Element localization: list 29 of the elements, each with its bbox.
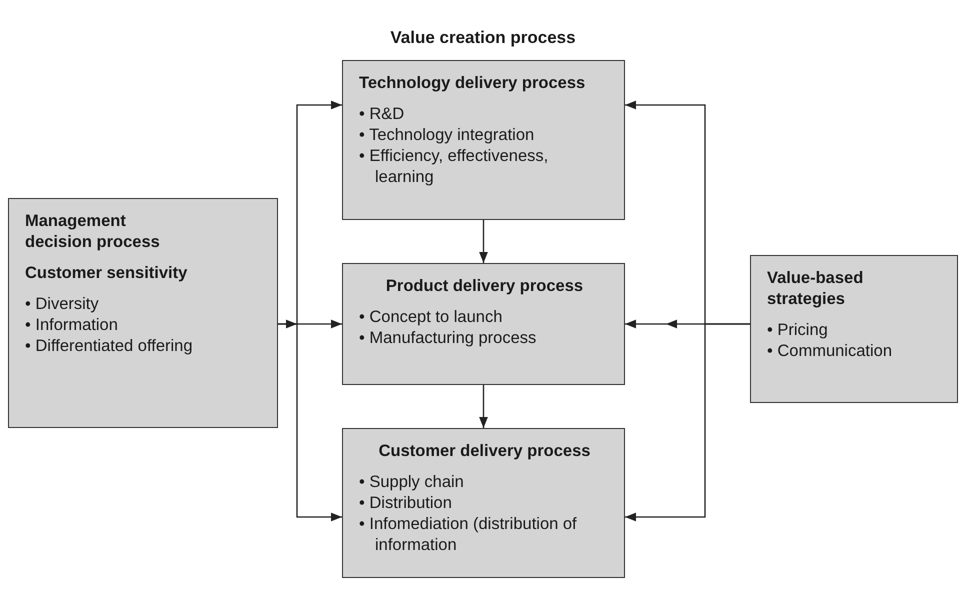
process-box (342, 60, 625, 220)
box-heading: Customer delivery process (378, 441, 592, 462)
box-heading: Technology delivery process (359, 73, 586, 94)
arrow (625, 323, 750, 522)
bullet-item: • Pricing (767, 320, 829, 341)
process-box (342, 428, 625, 578)
bullet-item: • Technology integration (359, 125, 536, 146)
box-heading: Customer sensitivity (25, 263, 188, 284)
bullet-item: • Manufacturing process (359, 328, 538, 349)
process-box (342, 263, 625, 385)
process-box (8, 198, 278, 428)
bullet-item: • Distribution (359, 493, 453, 514)
box-heading: Management decision process (25, 211, 161, 253)
bullet-item: • Supply chain (359, 472, 465, 493)
bullet-item: • Concept to launch (359, 307, 504, 328)
process-box (750, 255, 958, 403)
arrow (479, 385, 488, 428)
bullet-item: • R&D (359, 104, 406, 125)
bullet-item: • Communication (767, 341, 893, 362)
bullet-item: • Diversity (25, 294, 100, 315)
arrow (278, 323, 342, 522)
diagram-title: Value creation process (389, 28, 577, 48)
box-heading: Value-based strategies (767, 268, 864, 310)
bullet-item: • Information (25, 315, 119, 336)
bullet-item: • Differentiated offering (25, 336, 194, 357)
arrow (479, 220, 488, 263)
bullet-item: • Efficiency, effectiveness, learning (359, 146, 550, 188)
box-heading: Product delivery process (384, 276, 584, 297)
bullet-item: • Infomediation (distribution of information (359, 514, 578, 556)
